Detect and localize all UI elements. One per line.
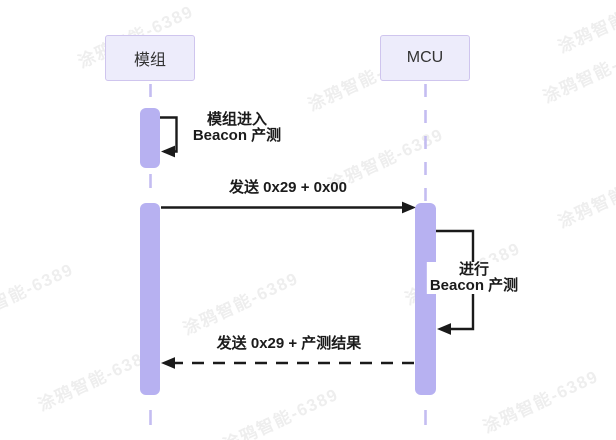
actor-module-box: 模组 bbox=[105, 35, 195, 81]
message-line: Beacon 产测 bbox=[429, 277, 519, 294]
message-send-0x29-label: 发送 0x29 + 0x00 bbox=[229, 180, 347, 196]
activation-module-selftest bbox=[140, 108, 160, 168]
message-line: 发送 0x29 + 0x00 bbox=[228, 179, 348, 196]
actor-module-label: 模组 bbox=[133, 52, 166, 69]
actor-mcu-label: MCU bbox=[406, 49, 444, 66]
message-mcu-beacon-test-label: 进行 Beacon 产测 bbox=[426, 261, 522, 294]
message-line: 进行 bbox=[458, 261, 490, 278]
activation-mcu bbox=[415, 203, 436, 395]
send-0x29-arrow bbox=[161, 201, 416, 214]
actor-mcu-box: MCU bbox=[380, 35, 470, 81]
message-line: 发送 0x29 + 产测结果 bbox=[216, 335, 362, 352]
message-return-result-label: 发送 0x29 + 产测结果 bbox=[217, 336, 362, 352]
self-loop-module-arrowhead bbox=[161, 145, 175, 158]
self-loop-mcu-arrowhead bbox=[437, 323, 451, 335]
return-result-arrow bbox=[161, 357, 414, 369]
send-0x29-arrowhead bbox=[402, 201, 416, 214]
activation-module-main bbox=[140, 203, 160, 395]
return-result-arrowhead bbox=[161, 357, 175, 369]
message-line: Beacon 产测 bbox=[192, 127, 282, 144]
message-module-enter-beacon-label: 模组进入 Beacon 产测 bbox=[193, 112, 281, 144]
message-line: 模组进入 bbox=[206, 111, 268, 128]
self-loop-module-arrow bbox=[160, 116, 178, 158]
